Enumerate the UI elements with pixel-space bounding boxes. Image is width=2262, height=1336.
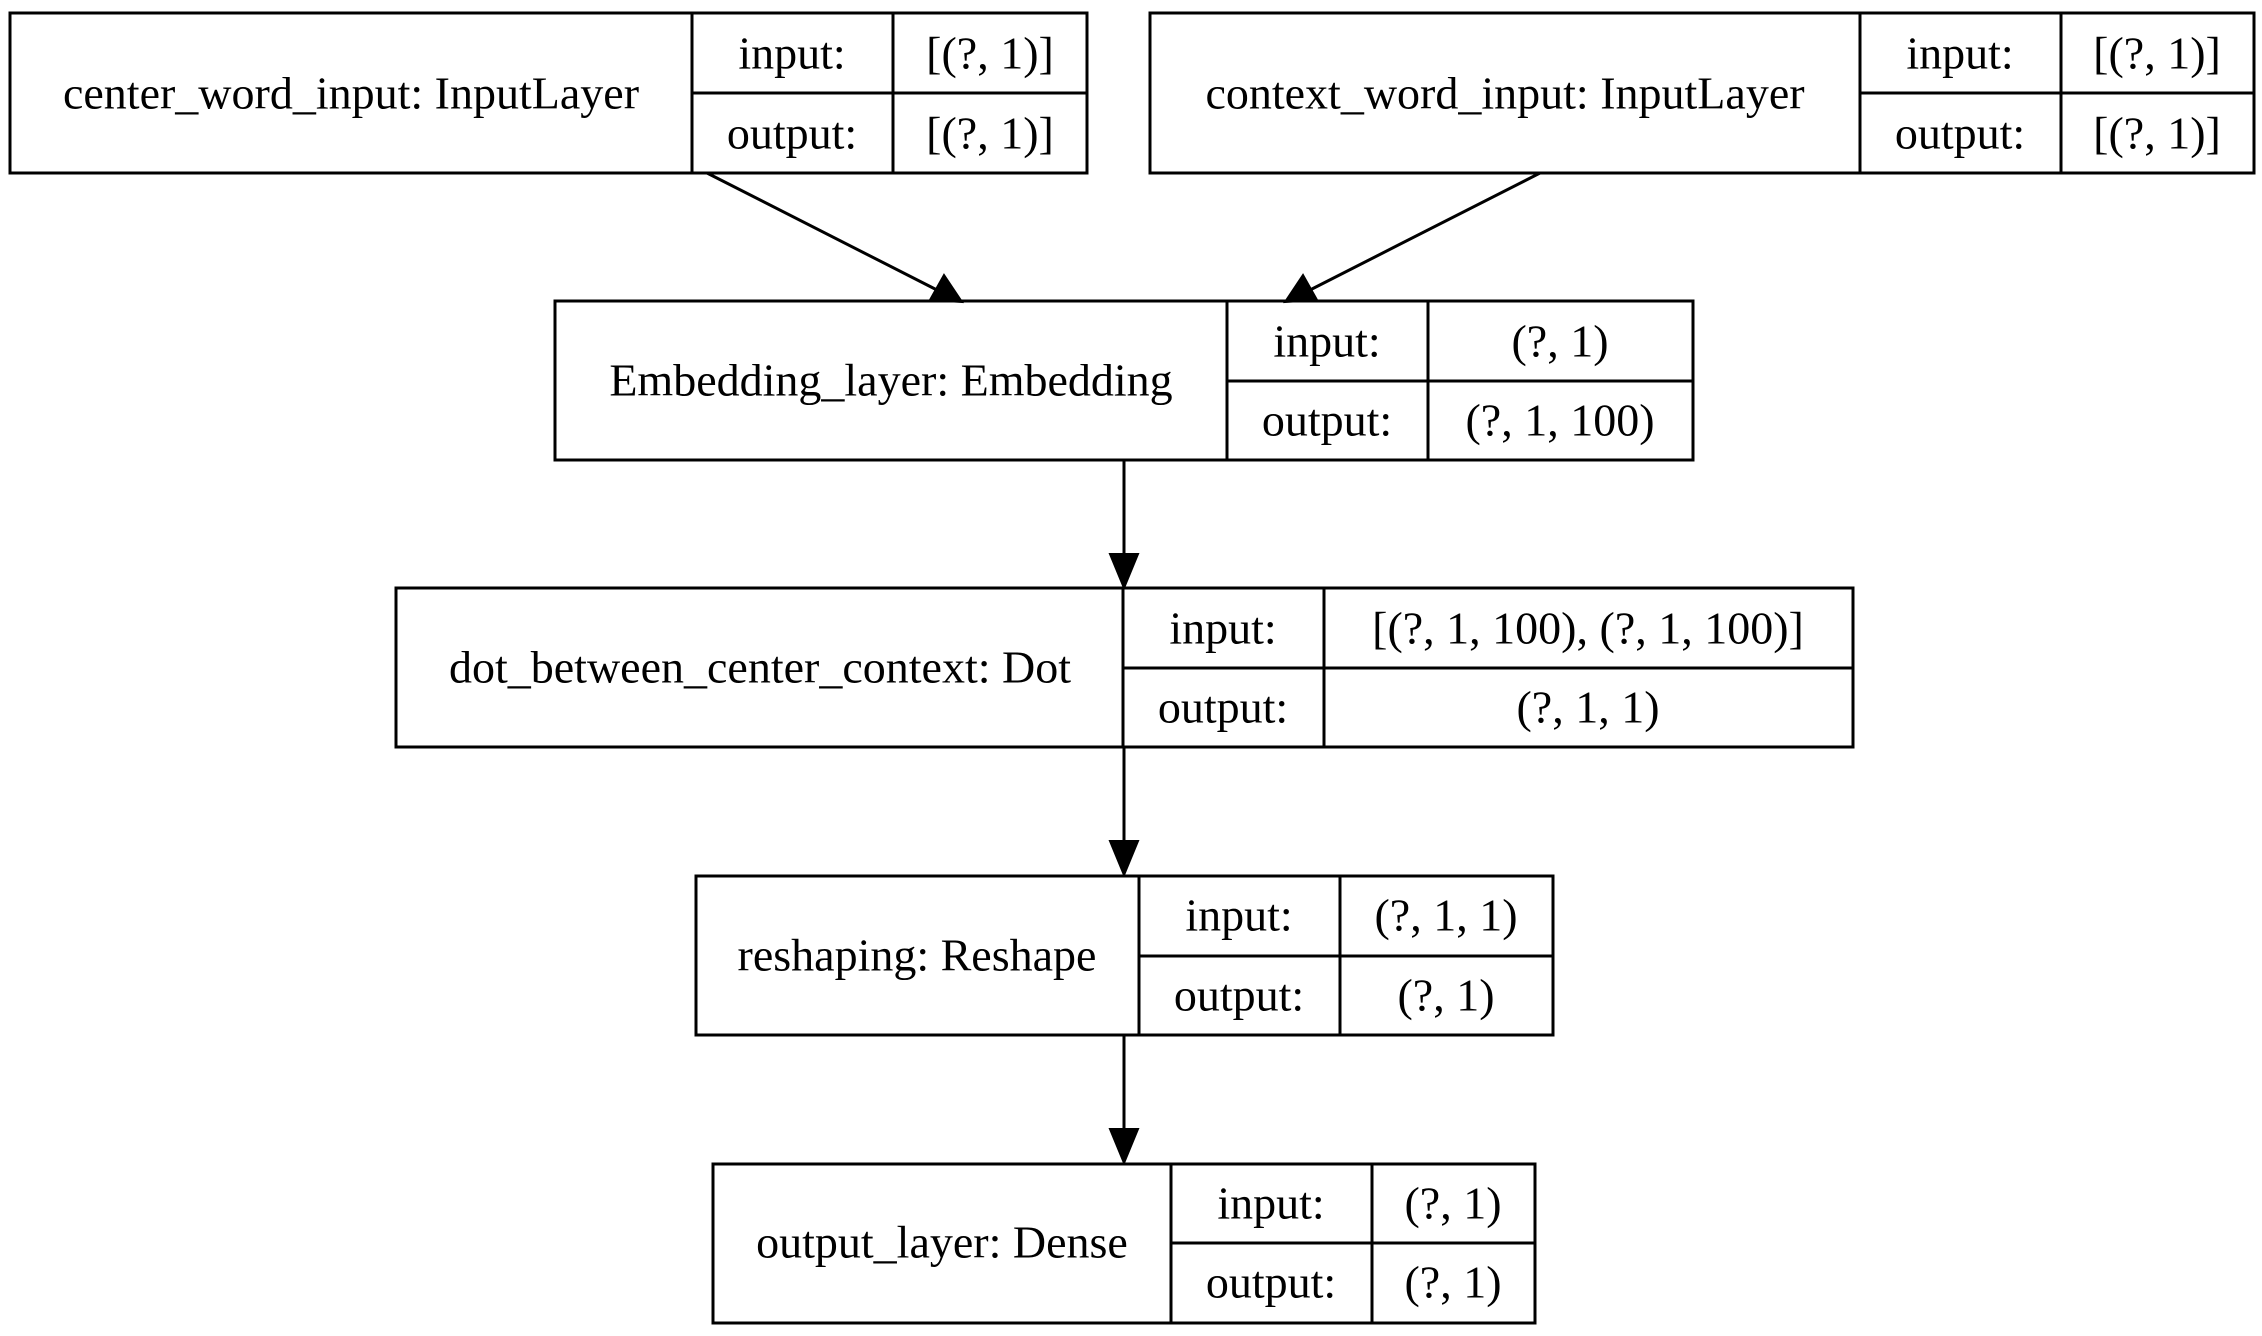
input-shape: [(?, 1)] <box>2093 28 2221 79</box>
edge-reshape-to-output <box>1108 1035 1140 1166</box>
edge-dot-to-reshape <box>1108 747 1140 878</box>
edge-context-to-embedding <box>1283 171 1541 304</box>
input-label: input: <box>1169 603 1276 654</box>
input-shape: [(?, 1, 100), (?, 1, 100)] <box>1372 603 1804 654</box>
edge-center-to-embedding <box>706 171 964 304</box>
output-label: output: <box>1262 395 1392 446</box>
input-label: input: <box>738 28 845 79</box>
input-shape: [(?, 1)] <box>926 28 1054 79</box>
output-label: output: <box>727 108 857 159</box>
output-label: output: <box>1206 1257 1336 1308</box>
node-title: center_word_input: InputLayer <box>63 68 639 119</box>
input-label: input: <box>1273 316 1380 367</box>
output-label: output: <box>1174 970 1304 1021</box>
edge-embedding-to-dot <box>1108 460 1140 591</box>
node-embedding-layer: Embedding_layer: Embedding input: output… <box>553 299 1695 462</box>
output-shape: [(?, 1)] <box>2093 108 2221 159</box>
output-label: output: <box>1895 108 2025 159</box>
node-title: Embedding_layer: Embedding <box>609 355 1172 406</box>
node-title: context_word_input: InputLayer <box>1205 68 1804 119</box>
output-shape: (?, 1) <box>1404 1257 1501 1308</box>
node-title: reshaping: Reshape <box>738 930 1097 981</box>
output-shape: (?, 1, 1) <box>1516 682 1659 733</box>
input-shape: (?, 1, 1) <box>1374 890 1517 941</box>
input-shape: (?, 1) <box>1404 1178 1501 1229</box>
input-label: input: <box>1217 1178 1324 1229</box>
output-shape: (?, 1) <box>1397 970 1494 1021</box>
node-reshaping: reshaping: Reshape input: output: (?, 1,… <box>694 874 1555 1037</box>
output-shape: (?, 1, 100) <box>1465 395 1654 446</box>
node-center-word-input: center_word_input: InputLayer input: out… <box>8 11 1089 175</box>
output-shape: [(?, 1)] <box>926 108 1054 159</box>
node-output-layer: output_layer: Dense input: output: (?, 1… <box>711 1162 1537 1325</box>
node-title: dot_between_center_context: Dot <box>449 642 1071 693</box>
input-label: input: <box>1185 890 1292 941</box>
node-title: output_layer: Dense <box>756 1217 1128 1268</box>
node-dot-between-center-context: dot_between_center_context: Dot input: o… <box>394 586 1855 749</box>
input-label: input: <box>1906 28 2013 79</box>
input-shape: (?, 1) <box>1511 316 1608 367</box>
node-context-word-input: context_word_input: InputLayer input: ou… <box>1148 11 2256 175</box>
output-label: output: <box>1158 682 1288 733</box>
